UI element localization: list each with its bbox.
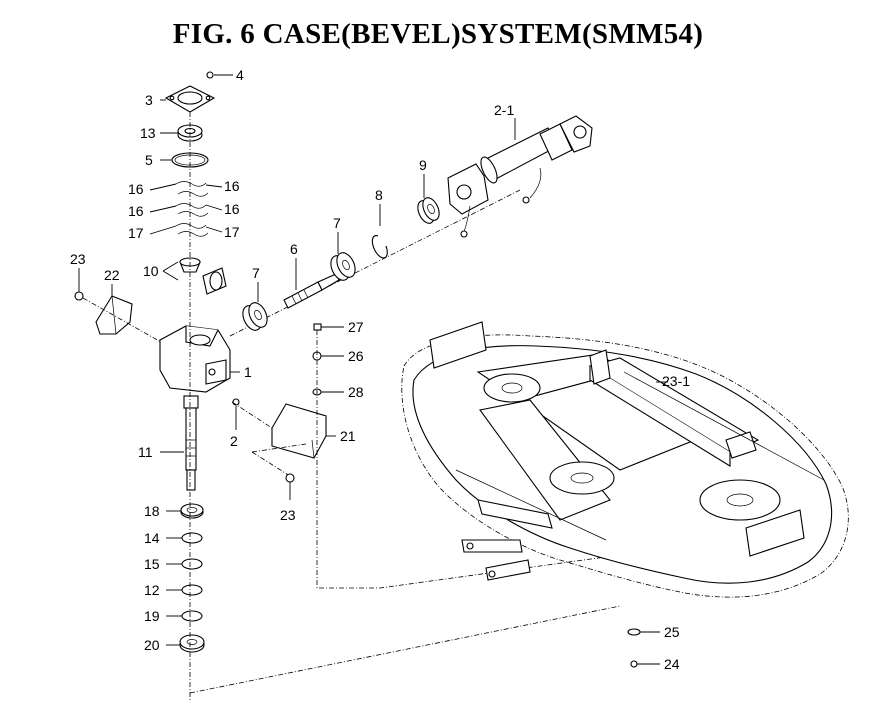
part-25-washer	[627, 628, 660, 636]
label-9: 9	[419, 157, 427, 173]
part-21-bracket	[231, 401, 336, 477]
label-22: 22	[104, 267, 120, 283]
part-18-bearing	[166, 503, 204, 519]
label-11: 11	[138, 444, 153, 460]
label-23-right: 23	[280, 507, 296, 523]
label-12: 12	[144, 582, 160, 598]
part-19-ring	[166, 610, 203, 622]
part-28-washer	[312, 388, 344, 396]
label-8: 8	[375, 187, 383, 203]
label-10: 10	[143, 263, 159, 279]
label-19: 19	[144, 608, 160, 624]
part-8-snap-ring	[371, 204, 388, 259]
label-24: 24	[664, 656, 680, 672]
label-17-a: 17	[128, 225, 144, 241]
label-16-a: 16	[128, 181, 144, 197]
part-24-bolt	[630, 660, 660, 668]
part-12-ring	[166, 584, 203, 596]
part-14-ring	[166, 532, 203, 544]
label-28: 28	[348, 384, 364, 400]
label-16-c: 16	[128, 203, 144, 219]
lower-leader-line	[189, 605, 621, 694]
label-3: 3	[145, 92, 153, 108]
part-1-gearbox-case	[159, 325, 240, 393]
label-6: 6	[290, 241, 298, 257]
label-20: 20	[144, 637, 160, 653]
label-16-b: 16	[224, 178, 240, 194]
part-23-bolt-right	[285, 473, 295, 500]
label-13: 13	[140, 125, 156, 141]
label-15: 15	[144, 556, 160, 572]
figure-title: FIG. 6 CASE(BEVEL)SYSTEM(SMM54)	[172, 18, 704, 50]
label-2: 2	[230, 433, 238, 449]
label-25: 25	[664, 624, 680, 640]
label-4: 4	[236, 67, 244, 83]
part-7-bearing-upper	[330, 232, 356, 281]
part-6-pinion-shaft	[283, 258, 340, 309]
part-11-shaft	[160, 395, 199, 491]
label-16-d: 16	[224, 201, 240, 217]
input-axis-line	[229, 189, 521, 337]
part-4-bolt	[206, 71, 233, 79]
part-13-bearing	[160, 124, 203, 142]
part-3-cover	[160, 85, 216, 113]
label-23-left: 23	[70, 251, 86, 267]
part-10-bevel-gears	[162, 257, 227, 295]
label-18: 18	[144, 503, 160, 519]
label-17-b: 17	[224, 224, 240, 240]
part-5-o-ring	[160, 152, 209, 168]
label-21: 21	[340, 428, 356, 444]
part-15-ring	[166, 558, 203, 570]
part-22-bracket	[95, 284, 133, 335]
part-23-bolt-left	[74, 268, 169, 347]
mower-deck	[401, 321, 849, 598]
label-14: 14	[144, 530, 160, 546]
label-23-1: 23-1	[662, 373, 690, 389]
label-27: 27	[348, 319, 364, 335]
part-27-nut	[313, 323, 344, 331]
label-7-upper: 7	[333, 215, 341, 231]
part-9-oil-seal	[417, 174, 440, 224]
part-2-1-drive-shaft	[447, 115, 593, 238]
shim-stack	[149, 181, 223, 237]
label-1: 1	[244, 364, 252, 380]
part-20-bearing	[166, 634, 205, 653]
label-26: 26	[348, 348, 364, 364]
part-26-washer	[312, 351, 344, 361]
part-7-bearing-lower	[242, 282, 268, 331]
label-5: 5	[145, 152, 153, 168]
label-7-lower: 7	[252, 265, 260, 281]
label-2-1: 2-1	[494, 102, 514, 118]
